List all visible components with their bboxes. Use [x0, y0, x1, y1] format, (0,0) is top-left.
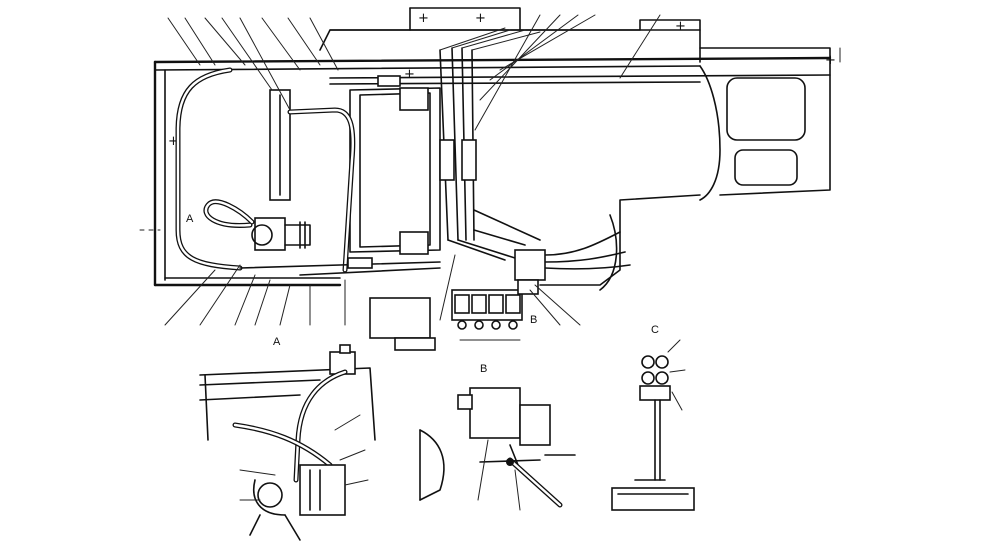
plus-mark: + — [675, 19, 686, 34]
detail-a-title: A — [273, 336, 281, 348]
detail-b — [419, 387, 576, 511]
detail-b-callout: B — [530, 314, 537, 326]
plus-mark: + — [475, 11, 486, 26]
detail-c — [611, 339, 695, 511]
detail-a — [199, 344, 376, 541]
detail-a-callout: A — [186, 213, 194, 225]
plus-mark: + — [418, 11, 429, 26]
detail-b-title: B — [480, 363, 487, 375]
pump-unit — [203, 89, 311, 251]
detail-c-title: C — [651, 324, 659, 336]
plus-mark: + — [404, 67, 415, 82]
plus-mark: + — [825, 53, 836, 68]
valve-bank — [369, 249, 546, 351]
hydraulic-hoses — [175, 27, 831, 276]
chassis-frame — [139, 7, 841, 291]
center-tank — [349, 87, 441, 255]
leader-lines — [164, 14, 661, 326]
plus-mark: + — [168, 134, 179, 149]
